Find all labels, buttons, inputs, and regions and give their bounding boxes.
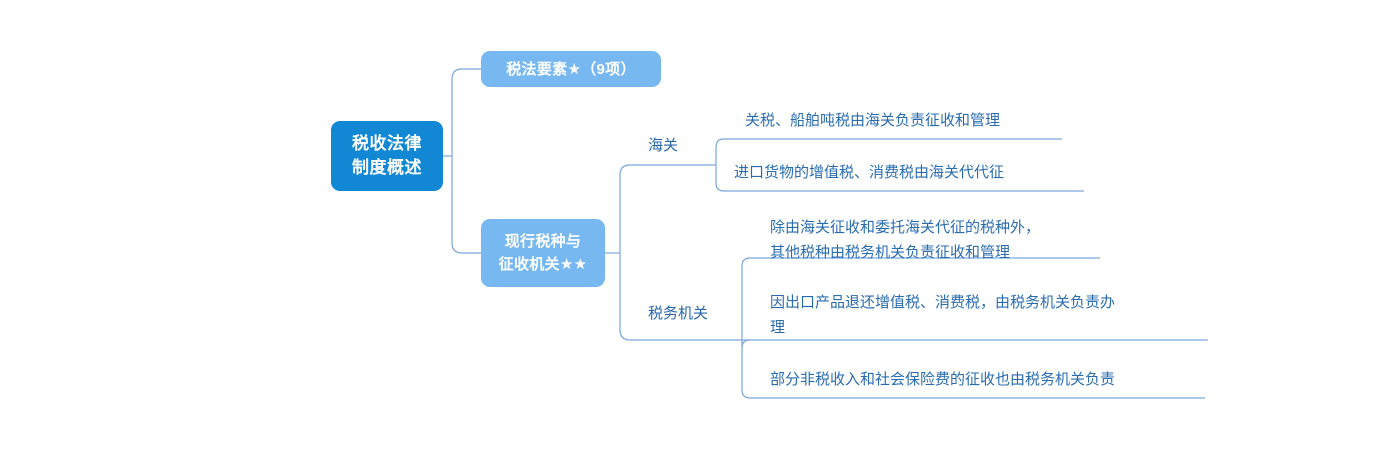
- leaf-customs-1[interactable]: 关税、船舶吨税由海关负责征收和管理: [745, 112, 1001, 129]
- branch-node-tax-law-elements[interactable]: 税法要素★（9项）: [481, 51, 661, 87]
- connector-branch2-to-customs: [619, 164, 716, 253]
- connector-root-to-branch2: [451, 156, 481, 254]
- connector-branch2-to-taxauth: [619, 253, 742, 341]
- branch-node-current-taxes-and-authorities[interactable]: 现行税种与 征收机关★★: [481, 219, 605, 287]
- branch-label-customs[interactable]: 海关: [648, 136, 679, 154]
- connector-taxauth-corner: [741, 339, 751, 349]
- leaf-customs-2[interactable]: 进口货物的增值税、消费税由海关代代征: [734, 164, 1005, 181]
- root-node[interactable]: 税收法律 制度概述: [331, 121, 443, 191]
- leaf-tax-authority-2[interactable]: 因出口产品退还增值税、消费税，由税务机关负责办 理: [770, 294, 1116, 336]
- connector-root-to-branch1: [451, 68, 481, 156]
- leaf-tax-authority-3[interactable]: 部分非税收入和社会保险费的征收也由税务机关负责: [770, 371, 1116, 388]
- branch-label-tax-authority[interactable]: 税务机关: [648, 304, 709, 322]
- leaf-tax-authority-1[interactable]: 除由海关征收和委托海关代征的税种外， 其他税种由税务机关负责征收和管理: [770, 219, 1041, 261]
